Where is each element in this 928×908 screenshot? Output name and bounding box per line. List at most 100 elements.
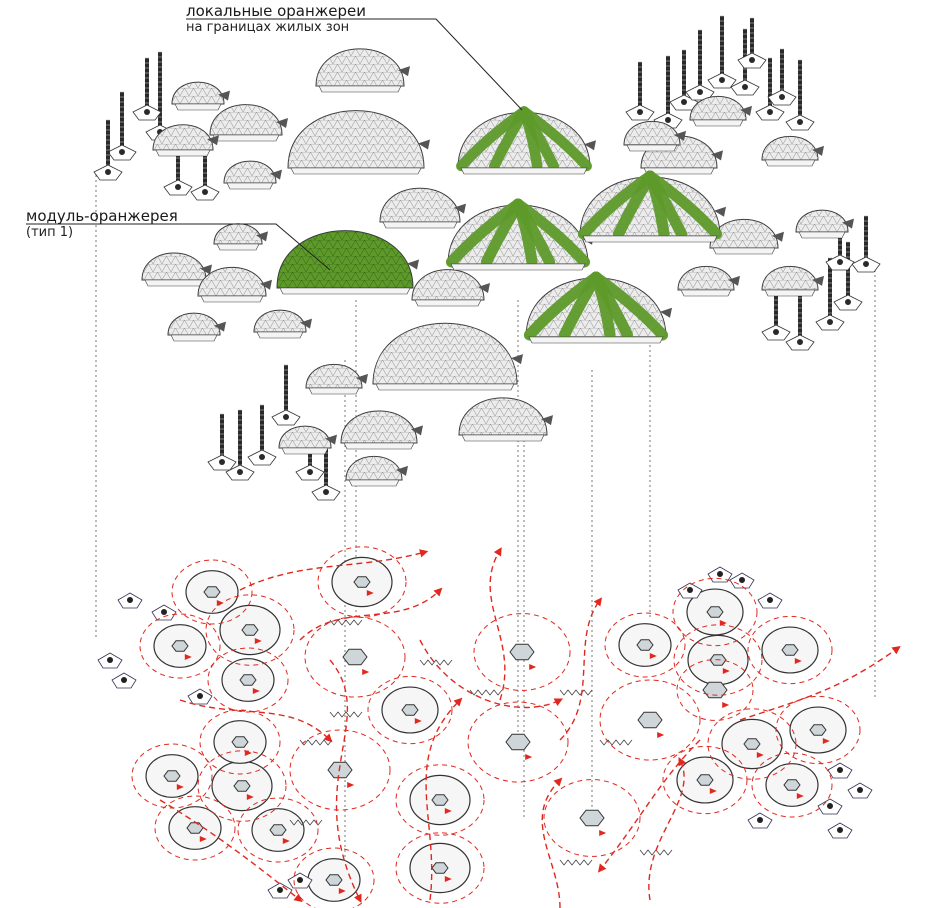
label-module-greenhouse-title: модуль-оранжерея xyxy=(26,207,178,225)
dome-connector xyxy=(200,264,212,275)
tower-foot xyxy=(283,414,289,420)
hexagon-module-icon xyxy=(342,648,370,675)
antenna-tower-icon xyxy=(97,652,123,669)
dome-base-ring xyxy=(308,387,360,395)
dome-connector xyxy=(276,118,288,129)
circulation-ring xyxy=(304,616,406,698)
tower-mast xyxy=(158,52,162,130)
circulation-path xyxy=(159,799,303,903)
plan-pentagon-hub xyxy=(107,657,113,663)
dome-connector xyxy=(260,279,272,290)
dome-mesh xyxy=(526,277,666,337)
dome-base-ring xyxy=(382,221,458,229)
dome-connector xyxy=(812,275,824,286)
antenna-tower-icon xyxy=(785,59,815,131)
geodesic-dome-icon xyxy=(197,266,272,303)
dome-mesh xyxy=(288,110,424,168)
dome-base-ring xyxy=(460,167,588,175)
module-hexagon xyxy=(783,779,801,791)
antenna-tower-icon xyxy=(737,17,767,69)
plan-pentagon-hub xyxy=(717,571,723,577)
red-arrow-icon xyxy=(176,784,184,790)
module-hexagon xyxy=(509,643,535,661)
dome-connector xyxy=(218,90,230,101)
tower-foot xyxy=(742,84,748,90)
circulation-ring xyxy=(237,797,319,863)
red-arrow-icon xyxy=(529,664,537,670)
geodesic-dome-icon xyxy=(278,425,337,455)
dome-mesh xyxy=(254,310,306,332)
plan-pentagon-hub xyxy=(197,693,203,699)
circulation-ring xyxy=(207,647,289,713)
antenna-tower-icon xyxy=(817,798,843,815)
dome-connector xyxy=(256,231,268,242)
antenna-tower-icon xyxy=(653,55,683,129)
antenna-tower-icon xyxy=(825,219,855,271)
dome-base-ring xyxy=(414,299,482,307)
antenna-tower-icon xyxy=(827,762,853,779)
red-arrow-icon xyxy=(347,782,355,788)
red-arrow-icon xyxy=(362,669,370,675)
hexagon-module-icon xyxy=(765,763,819,807)
dome-base-ring xyxy=(712,247,776,255)
dome-base-ring xyxy=(256,331,304,339)
antenna-tower-icon xyxy=(851,215,881,273)
module-hexagon xyxy=(401,704,419,716)
site-plan xyxy=(97,556,873,902)
hexagon-module-icon xyxy=(618,623,672,667)
geodesic-dome-icon xyxy=(577,170,726,243)
callout-leaders xyxy=(26,18,523,271)
dome-connector xyxy=(300,318,312,329)
dome-connector xyxy=(728,275,740,286)
dome-mesh xyxy=(580,176,720,236)
antenna-tower-icon xyxy=(625,61,655,121)
dome-mesh xyxy=(224,161,276,183)
dome-mesh xyxy=(306,364,362,388)
hexagon-module-icon xyxy=(409,774,471,826)
circulation-path xyxy=(329,659,362,904)
plan-bench-strip xyxy=(329,619,363,626)
red-arrow-icon xyxy=(184,654,192,660)
red-arrow-icon xyxy=(246,794,254,800)
red-arrow-icon xyxy=(649,653,657,659)
antenna-tower-icon xyxy=(729,572,755,589)
dome-connector xyxy=(772,231,784,242)
tower-foot xyxy=(845,299,851,305)
plan-bench-strip xyxy=(559,689,593,696)
hexagon-module-icon xyxy=(409,842,471,894)
red-arrow-icon xyxy=(822,738,830,744)
circulation-path xyxy=(419,639,564,709)
plan-bench-strip xyxy=(329,711,363,718)
hexagon-module-icon xyxy=(168,806,222,850)
hexagon-module-icon xyxy=(676,756,734,804)
circulation-ring xyxy=(543,779,641,857)
hexagon-module-icon xyxy=(702,681,730,708)
dome-connector xyxy=(207,135,219,146)
antenna-tower-icon xyxy=(767,48,797,106)
dome-mesh xyxy=(412,269,484,300)
tower-mast xyxy=(324,438,328,490)
tower-foot xyxy=(259,454,265,460)
plan-pentagon-hub xyxy=(767,597,773,603)
dome-mesh xyxy=(277,230,413,288)
antenna-tower-icon xyxy=(827,822,853,839)
antenna-tower-icon xyxy=(815,257,845,331)
tower-mast xyxy=(828,258,832,320)
circulation-ring xyxy=(662,745,748,815)
module-hexagon xyxy=(171,640,189,652)
plan-pentagon-hub xyxy=(687,587,693,593)
dome-connector xyxy=(584,140,596,151)
plan-pentagon-hub xyxy=(127,597,133,603)
hexagon-module-icon xyxy=(637,711,665,738)
dome-connector xyxy=(478,283,490,294)
geodesic-dome-icon xyxy=(209,104,288,142)
circulation-path xyxy=(559,597,603,741)
tower-mast xyxy=(638,62,642,110)
red-arrow-icon xyxy=(338,888,346,894)
dome-base-ring xyxy=(764,159,816,167)
circulation-ring xyxy=(747,615,833,685)
dome-connector xyxy=(660,307,672,318)
dome-base-ring xyxy=(626,144,678,152)
module-hexagon xyxy=(342,648,368,666)
antenna-tower-icon xyxy=(132,57,162,121)
